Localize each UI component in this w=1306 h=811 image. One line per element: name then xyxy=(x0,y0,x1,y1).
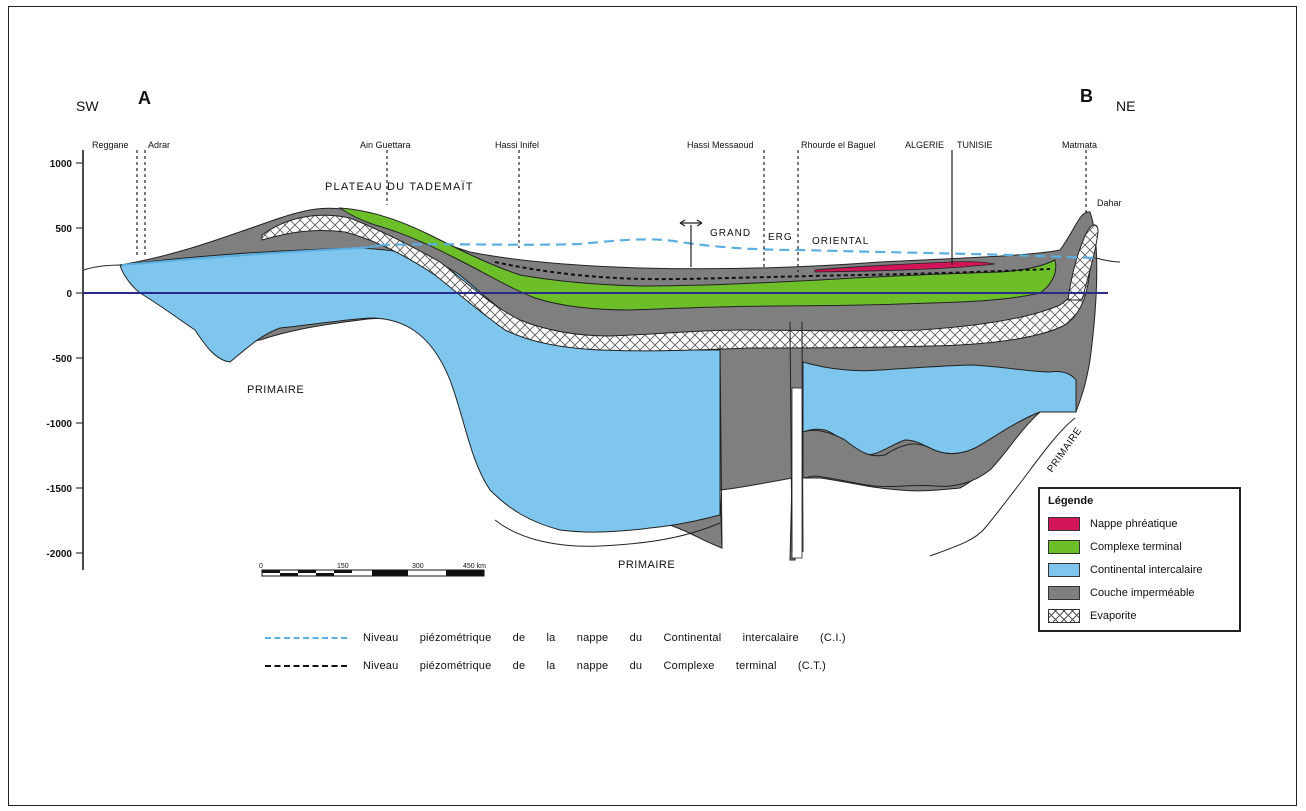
scale-tick-label: 450 km xyxy=(463,563,486,570)
legend-item: Continental intercalaire xyxy=(1048,562,1203,578)
ct-piezometric-line xyxy=(494,261,1051,281)
legend-swatch xyxy=(1048,609,1080,623)
legend-swatch xyxy=(1048,540,1080,554)
ct-key-text: Niveau piézométrique de la nappe du Comp… xyxy=(363,660,826,672)
y-tick-label: 1000 xyxy=(50,159,73,170)
fault-line xyxy=(801,321,804,553)
locality-label: Rhourde el Baguel xyxy=(801,140,876,150)
legend-label: Evaporite xyxy=(1090,610,1137,622)
scale-tick-label: 150 xyxy=(337,563,349,570)
legend: Légende Nappe phréatique Complexe termin… xyxy=(1038,487,1241,632)
locality-markers xyxy=(136,150,1087,272)
y-tick-label: -2000 xyxy=(46,549,72,560)
evaporite-layer-dahar xyxy=(1067,224,1099,301)
legend-swatch xyxy=(1048,586,1080,600)
ct-piezometric-key: Niveau piézométrique de la nappe du Comp… xyxy=(265,660,826,672)
oriental-label: ORIENTAL xyxy=(812,236,869,247)
legend-item: Complexe terminal xyxy=(1048,539,1182,555)
dahar-label: Dahar xyxy=(1097,198,1122,208)
legend-swatch xyxy=(1048,563,1080,577)
ci-key-text: Niveau piézométrique de la nappe du Cont… xyxy=(363,632,846,644)
primaire-label-east: PRIMAIRE xyxy=(1045,426,1084,475)
legend-item: Nappe phréatique xyxy=(1048,516,1177,532)
fault-line xyxy=(719,344,723,549)
legend-label: Complexe terminal xyxy=(1090,541,1182,553)
locality-label: TUNISIE xyxy=(957,140,993,150)
primaire-contact-bottom xyxy=(494,519,721,547)
locality-label: Reggane xyxy=(92,140,129,150)
y-tick-label: -1500 xyxy=(46,484,72,495)
figure-frame xyxy=(8,6,1297,806)
section-point-a: A xyxy=(138,88,151,108)
legend-label: Nappe phréatique xyxy=(1090,518,1178,530)
legend-swatch xyxy=(1048,517,1080,531)
direction-ne: NE xyxy=(1116,98,1135,114)
y-tick-label: 0 xyxy=(66,289,72,300)
ct-key-line xyxy=(265,665,347,667)
scale-bar: 0 150 300 450 km xyxy=(259,563,486,577)
locality-label: Hassi Inifel xyxy=(495,140,539,150)
section-point-b: B xyxy=(1080,86,1093,106)
primaire-contact-east xyxy=(929,417,1076,557)
impermeable-band-east xyxy=(802,411,1041,488)
locality-label: Hassi Messaoud xyxy=(687,140,754,150)
scale-tick-label: 0 xyxy=(259,563,263,570)
fault-gap xyxy=(791,387,803,559)
ground-surface-west xyxy=(83,264,123,271)
fault-line xyxy=(789,321,793,553)
primaire-label-bottom: PRIMAIRE xyxy=(618,559,675,571)
y-tick-label: -1000 xyxy=(46,419,72,430)
y-tick-label: -500 xyxy=(52,354,72,365)
locality-label: Matmata xyxy=(1062,140,1097,150)
locality-label: ALGERIE xyxy=(905,140,944,150)
nappe-phreatique-layer xyxy=(814,261,996,273)
grand-erg-label: GRAND xyxy=(710,228,751,239)
locality-label: Adrar xyxy=(148,140,170,150)
erg-label: ERG xyxy=(768,232,793,243)
plateau-label: PLATEAU DU TADEMAÏT xyxy=(325,181,474,193)
y-axis: 1000 500 0 -500 -1000 -1500 -2000 xyxy=(46,150,84,570)
legend-item: Couche imperméable xyxy=(1048,585,1195,601)
ground-surface-east xyxy=(1094,257,1121,263)
primaire-label-west: PRIMAIRE xyxy=(247,384,304,396)
scale-tick-label: 300 xyxy=(412,563,424,570)
legend-label: Continental intercalaire xyxy=(1090,564,1203,576)
ci-piezometric-line xyxy=(379,238,1099,260)
borehole-marker xyxy=(679,219,703,267)
ci-key-line xyxy=(265,637,347,639)
locality-label: Ain Guettara xyxy=(360,140,411,150)
legend-label: Couche imperméable xyxy=(1090,587,1195,599)
legend-title: Légende xyxy=(1048,495,1094,507)
y-tick-label: 500 xyxy=(55,224,72,235)
ci-piezometric-key: Niveau piézométrique de la nappe du Cont… xyxy=(265,632,846,644)
legend-item: Evaporite xyxy=(1048,608,1136,624)
direction-sw: SW xyxy=(76,98,99,114)
ci-piezometric-line-west xyxy=(121,244,381,266)
